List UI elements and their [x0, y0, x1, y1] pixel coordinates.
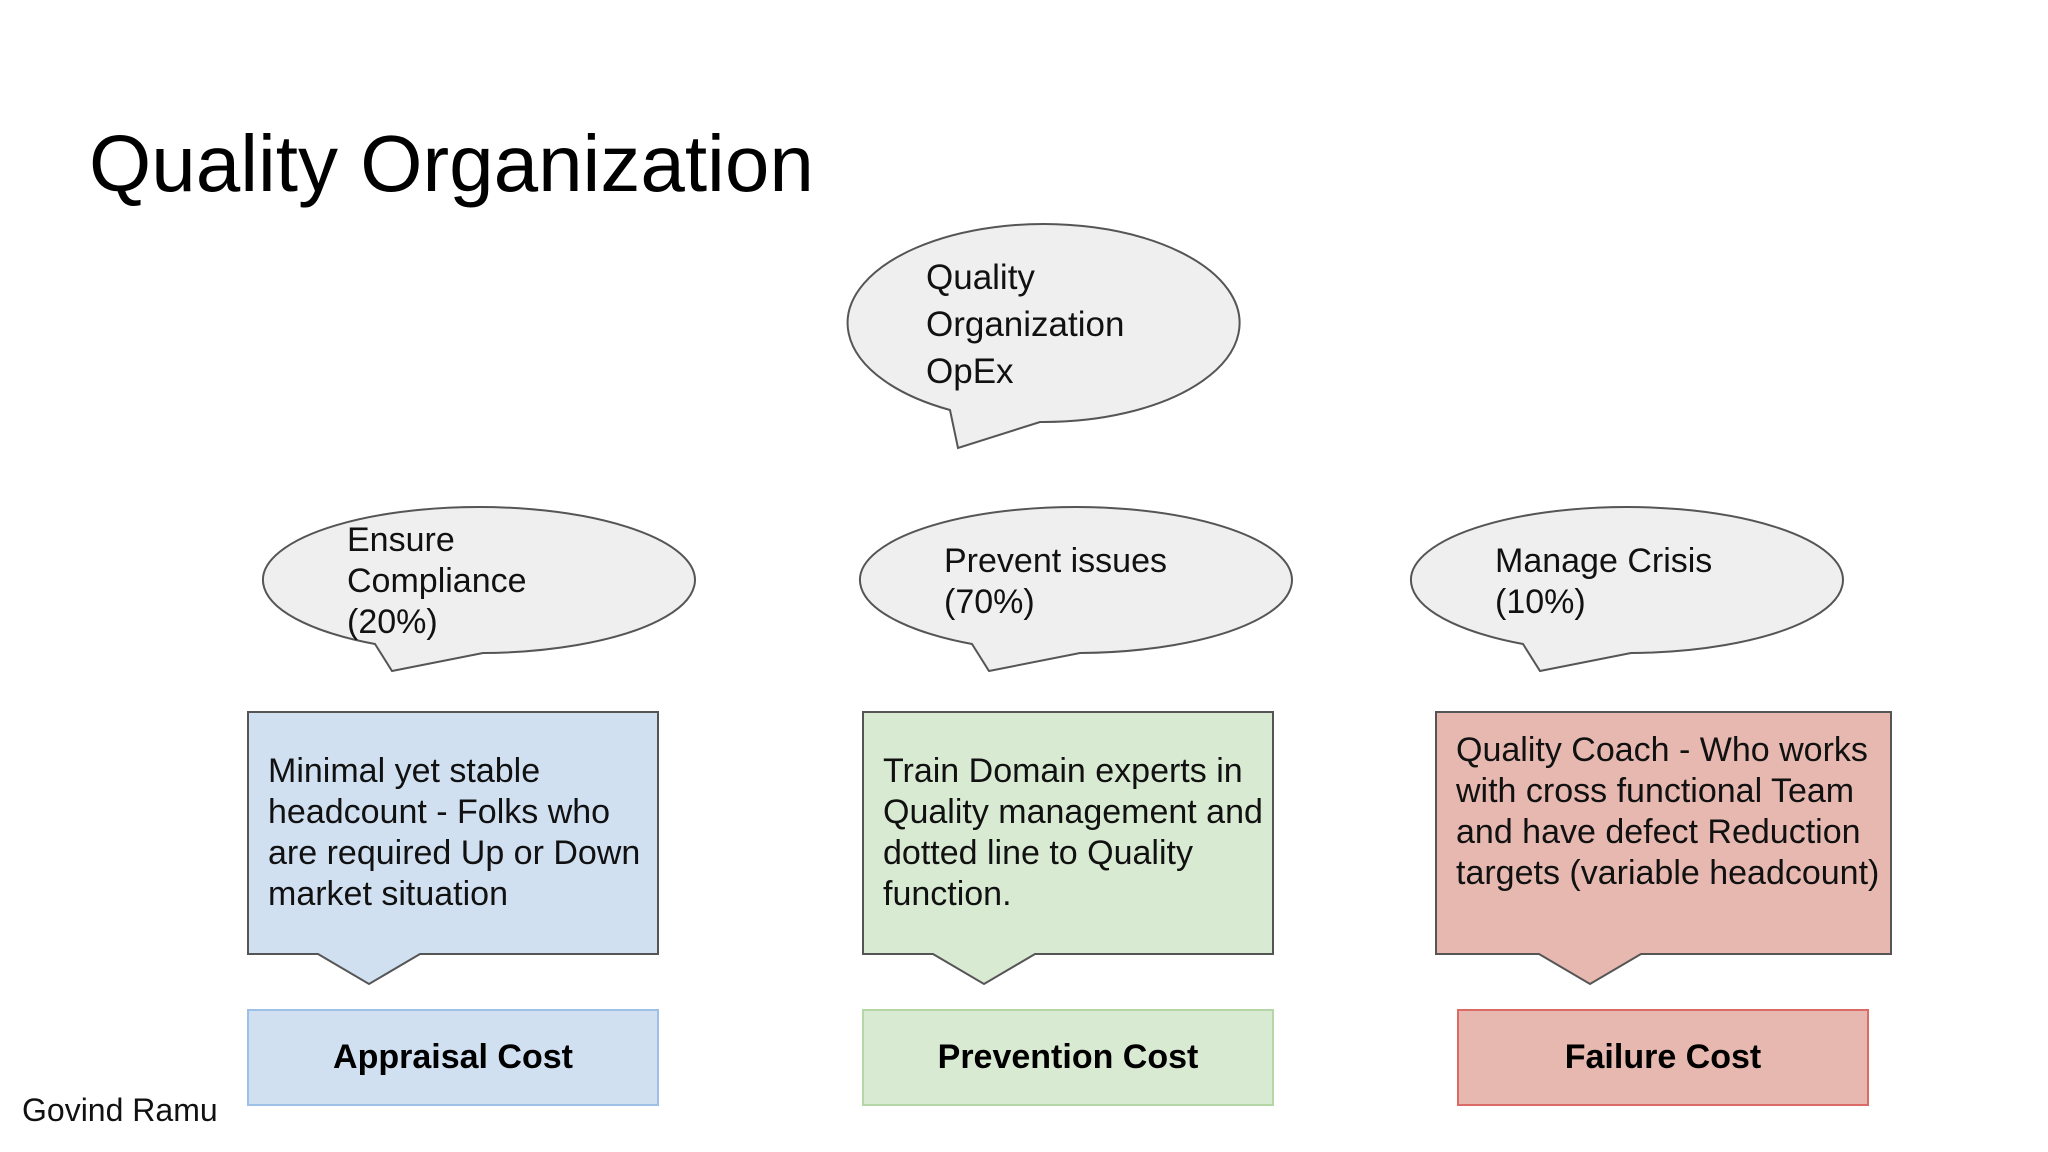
- failure-description: Quality Coach - Who works with cross fun…: [1456, 731, 1880, 892]
- appraisal-description: Minimal yet stable headcount - Folks who…: [268, 752, 641, 913]
- cost-box-failure: [1457, 1009, 1869, 1106]
- appraisal-cost-label: Appraisal Cost: [333, 1038, 573, 1076]
- callout-box-prevention: [862, 711, 1274, 986]
- prevention-description: Train Domain experts in Quality manageme…: [883, 752, 1263, 913]
- callout-box-failure: [1435, 711, 1892, 986]
- top-speech-bubble: [846, 223, 1241, 450]
- bubble-crisis: [1409, 506, 1844, 673]
- prevention-cost-label: Prevention Cost: [937, 1038, 1199, 1076]
- top-bubble-text: Quality Organization OpEx: [926, 258, 1125, 391]
- bubble-compliance-text: Ensure Compliance (20%): [347, 521, 527, 641]
- cost-box-prevention: [862, 1009, 1274, 1106]
- author-name: Govind Ramu: [22, 1092, 218, 1128]
- bubble-compliance: [261, 506, 696, 673]
- failure-cost-label: Failure Cost: [1564, 1038, 1762, 1076]
- callout-box-appraisal: [247, 711, 659, 986]
- cost-box-appraisal: [247, 1009, 659, 1106]
- bubble-prevent: [858, 506, 1293, 673]
- slide-title: Quality Organization: [89, 119, 814, 208]
- bubble-crisis-text: Manage Crisis (10%): [1495, 542, 1713, 621]
- bubble-prevent-text: Prevent issues (70%): [944, 542, 1167, 621]
